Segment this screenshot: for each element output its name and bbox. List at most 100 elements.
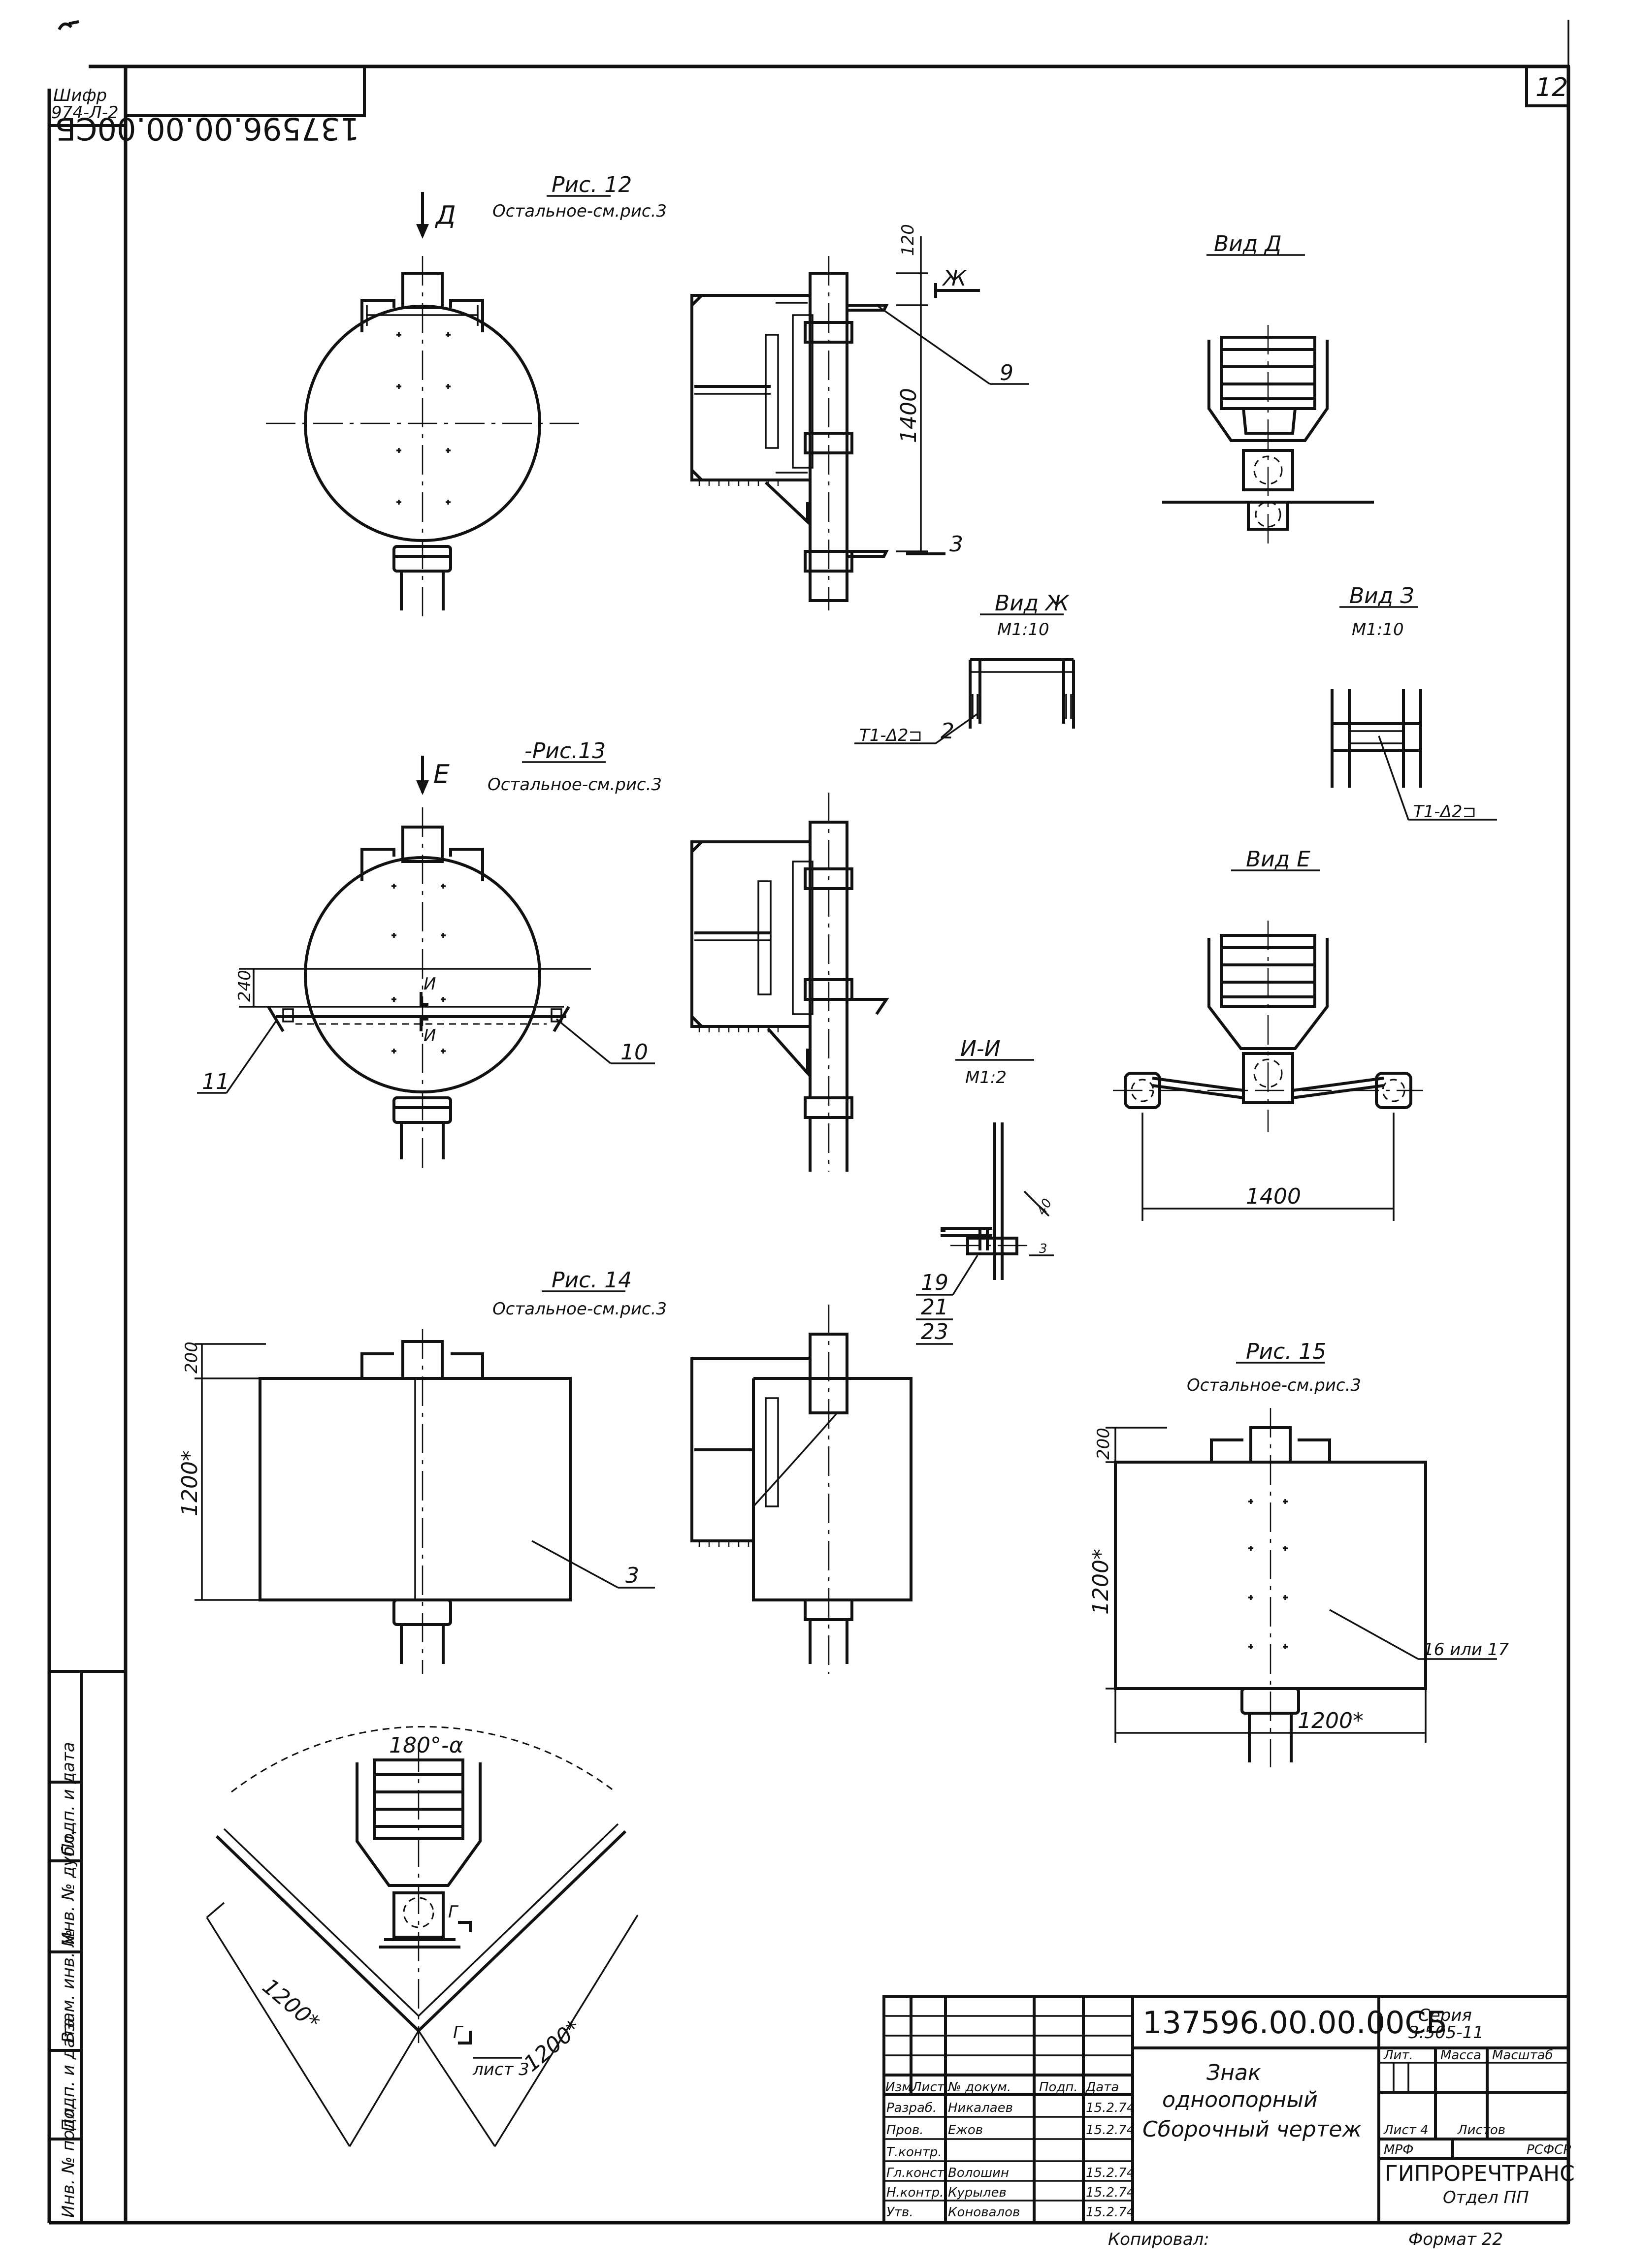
fig12: Рис. 12 Остальное-см.рис.3 Д: [266, 172, 1029, 620]
tb-rep: РСФСР: [1527, 2142, 1571, 2157]
corner-mark-top: Г: [448, 1902, 459, 1922]
fig15-dim-1200h: 1200*: [1298, 1708, 1364, 1733]
sheet-number: 12: [1535, 73, 1568, 102]
tb-row-2-date: 15.2.74: [1086, 2123, 1135, 2138]
fig15: Рис. 15 Остальное-см.рис.3 200 1200* 120…: [1088, 1339, 1509, 1767]
fig13-sec-i-bot: И: [424, 1026, 436, 1046]
fig15-dim-200: 200: [1094, 1428, 1113, 1460]
fig13-title: -Рис.13: [524, 738, 606, 764]
tb-row-2-role: Пров.: [886, 2123, 924, 2138]
fig12-pos-3: 3: [949, 532, 963, 557]
tb-row-3-role: Т.контр.: [886, 2145, 942, 2160]
view-3: Вид З М1:10 Т1-Δ2⊐: [1331, 583, 1497, 822]
corner-angle: 180°-α: [389, 1733, 463, 1758]
tb-hdr-izm: Изм.: [885, 2080, 915, 2095]
corner-mark-sheet: лист 3: [472, 2060, 529, 2079]
stamp-replace-inv: Взам. инв. №: [59, 1929, 78, 2043]
tb-row-4-role: Гл.конст.: [886, 2166, 948, 2180]
tb-row-1-date: 15.2.74: [1086, 2101, 1135, 2115]
mirrored-code-box: 137596.00.00.00СБ: [55, 65, 366, 147]
view-zh: Вид Ж М1:10 Т1-Δ2⊐ 2: [854, 591, 1075, 745]
view-zh-pos-2: 2: [941, 719, 954, 744]
tb-format: Формат 22: [1408, 2230, 1503, 2249]
fig14-dim-1200: 1200*: [177, 1450, 202, 1516]
mirrored-code: 137596.00.00.00СБ: [55, 111, 359, 147]
fig12-dim-120: 120: [898, 224, 918, 256]
cipher-value: 974-Л-2: [51, 103, 119, 123]
section-title: И-И: [960, 1036, 1001, 1061]
tb-row-5-date: 15.2.74: [1086, 2185, 1135, 2200]
fig12-title: Рис. 12: [552, 172, 632, 197]
stamp-sign-date-2: Подп. и дата: [59, 1742, 78, 1856]
tb-row-1-name: Никалаев: [948, 2101, 1013, 2115]
tb-hdr-date: Дата: [1085, 2080, 1119, 2095]
fig13-note: Остальное-см.рис.3: [488, 775, 662, 795]
fig12-dim-1400: 1400: [896, 388, 921, 443]
tb-name-1: Знак: [1206, 2060, 1261, 2085]
tb-row-5-name: Курылев: [948, 2185, 1007, 2200]
section-scale: М1:2: [965, 1068, 1007, 1087]
view-zh-title: Вид Ж: [995, 591, 1070, 616]
tb-series-label: Серия: [1418, 2006, 1472, 2025]
tb-series-value: 3.505-11: [1408, 2023, 1484, 2043]
cipher-box: Шифр 974-Л-2: [51, 86, 119, 123]
view-d-title: Вид Д: [1214, 231, 1282, 256]
fig14-note: Остальное-см.рис.3: [492, 1299, 667, 1319]
fig13-pos-10: 10: [620, 1040, 648, 1065]
tb-row-5-role: Н.контр.: [886, 2185, 944, 2200]
view-zh-scale: М1:10: [997, 620, 1049, 639]
view-e: Вид Е 1400: [1113, 847, 1423, 1221]
section-pos-23: 23: [921, 1319, 948, 1344]
view-e-dim-1400: 1400: [1246, 1184, 1301, 1209]
tb-hdr-sign: Подп.: [1039, 2080, 1078, 2095]
fig14-title: Рис. 14: [552, 1268, 632, 1293]
fig13-arrow-e: Е: [433, 760, 450, 789]
stamp-sign-date-1: Подп. и дата: [59, 2017, 78, 2132]
corner-dim-left: 1200*: [258, 1974, 324, 2035]
fig13-pos-11: 11: [202, 1069, 229, 1094]
tb-hdr-list: Лист: [912, 2080, 945, 2095]
side-stamp: Инв. № подл. Подп. и дата Взам. инв. № И…: [49, 1670, 126, 2223]
fig14-dim-200: 200: [182, 1342, 201, 1374]
tb-sheets: Листов: [1457, 2123, 1505, 2138]
corner-view: 180°-α Г Г лист 3 1200* 1200*: [206, 1725, 639, 2147]
tb-name-2: одноопорный: [1162, 2087, 1318, 2112]
tb-row-1-role: Разраб.: [886, 2101, 937, 2115]
view-zh-weld: Т1-Δ2⊐: [859, 726, 922, 745]
tb-doc-code: 137596.00.00.00СБ: [1142, 2005, 1447, 2041]
view-3-title: Вид З: [1349, 583, 1414, 608]
fig13-sec-i-top: И: [424, 974, 436, 994]
fig12-view-zh: Ж: [942, 266, 967, 291]
tb-row-4-date: 15.2.74: [1086, 2166, 1135, 2180]
tb-ministry: МРФ: [1384, 2142, 1414, 2157]
tb-lit: Лит.: [1383, 2048, 1413, 2063]
tb-row-4-name: Волошин: [948, 2166, 1009, 2180]
fig15-title: Рис. 15: [1246, 1339, 1326, 1364]
fig15-dim-1200v: 1200*: [1088, 1549, 1113, 1615]
fig12-pos-9: 9: [1000, 360, 1013, 385]
tb-row-6-date: 15.2.74: [1086, 2205, 1135, 2220]
view-3-weld: Т1-Δ2⊐: [1413, 802, 1476, 822]
fig12-note: Остальное-см.рис.3: [492, 201, 667, 221]
tb-org: ГИПРОРЕЧТРАНС: [1385, 2161, 1575, 2186]
fig13-dim-240: 240: [235, 970, 255, 1002]
section-dim-3: 3: [1039, 1242, 1047, 1256]
title-block: Изм. Лист № докум. Подп. Дата Разраб. Ни…: [882, 1995, 1575, 2249]
tb-hdr-doc: № докум.: [947, 2080, 1011, 2095]
stamp-inv-dup: Инв. № дубл.: [59, 1830, 78, 1945]
stamp-inv-orig: Инв. № подл.: [59, 2102, 78, 2218]
tb-sheet: Лист 4: [1383, 2123, 1429, 2138]
view-e-title: Вид Е: [1246, 847, 1310, 872]
sheet-number-box: 12: [1525, 65, 1570, 107]
fig14: Рис. 14 Остальное-см.рис.3 200 1200* 3: [177, 1268, 912, 1674]
corner-mark-bot: Г: [453, 2023, 464, 2043]
section-pos-21: 21: [921, 1295, 948, 1320]
tb-row-6-role: Утв.: [886, 2205, 913, 2220]
fig15-pos-16: 16 или 17: [1423, 1640, 1509, 1660]
tb-mass: Масса: [1440, 2048, 1481, 2063]
tb-copied: Копировал:: [1108, 2230, 1209, 2249]
fig12-arrow-d: Д: [435, 201, 456, 230]
view-3-scale: М1:10: [1352, 620, 1404, 639]
corner-dim-right: 1200*: [519, 2015, 586, 2076]
